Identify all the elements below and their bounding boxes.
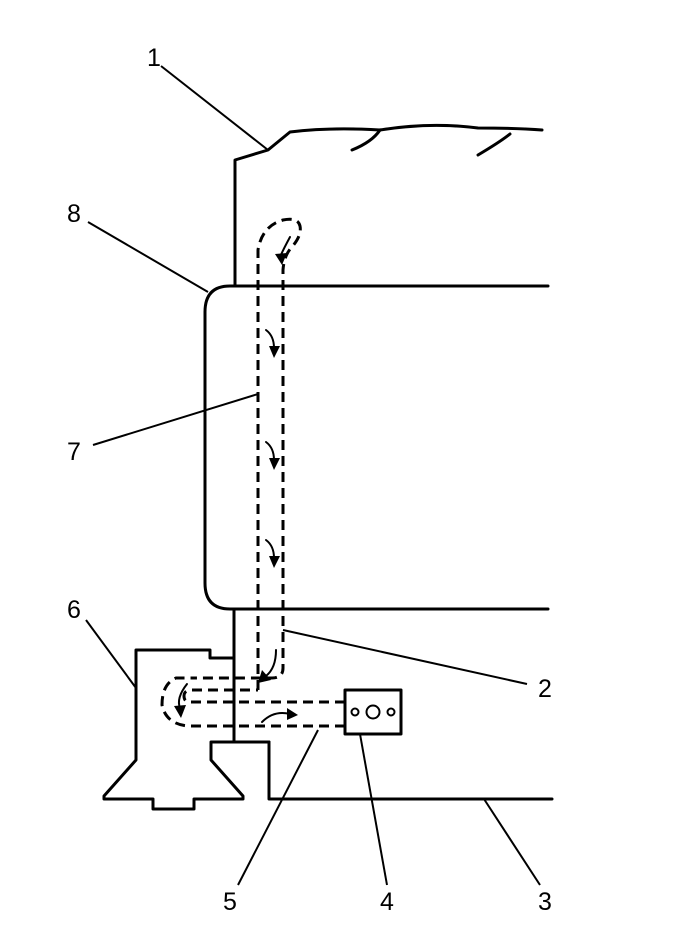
flow-arrow-top	[275, 236, 291, 265]
callout-1: 1	[147, 44, 161, 72]
callout-8: 8	[67, 200, 81, 228]
callout-labels: 1 2 3 4 5 6 7 8	[67, 44, 552, 916]
leader-8	[87, 221, 209, 293]
flow-arrow-turn	[258, 649, 277, 683]
flow-arrow-3	[265, 539, 280, 568]
callout-4: 4	[380, 888, 394, 916]
leader-6	[85, 619, 137, 689]
leader-7	[92, 393, 259, 446]
leader-2	[282, 629, 528, 685]
flow-arrow-2	[265, 441, 280, 470]
middle-rounded-panel	[203, 284, 550, 611]
airflow-duct-dashed	[160, 217, 345, 728]
flow-arrow-housing	[174, 683, 188, 718]
unit-housing	[102, 648, 271, 811]
leader-1	[160, 65, 269, 151]
callout-7: 7	[67, 438, 81, 466]
leader-4	[359, 733, 388, 886]
airflow-arrows	[174, 236, 298, 723]
leader-lines	[85, 65, 541, 886]
callout-6: 6	[67, 596, 81, 624]
floor-base	[267, 740, 554, 801]
flow-arrow-1	[265, 329, 280, 358]
outlet-box	[343, 688, 403, 736]
callout-3: 3	[538, 888, 552, 916]
leader-5	[237, 729, 319, 886]
flow-arrow-outlet	[261, 708, 298, 723]
upper-body-panel	[233, 123, 544, 287]
leader-3	[483, 798, 541, 886]
callout-2: 2	[538, 675, 552, 703]
callout-5: 5	[223, 888, 237, 916]
